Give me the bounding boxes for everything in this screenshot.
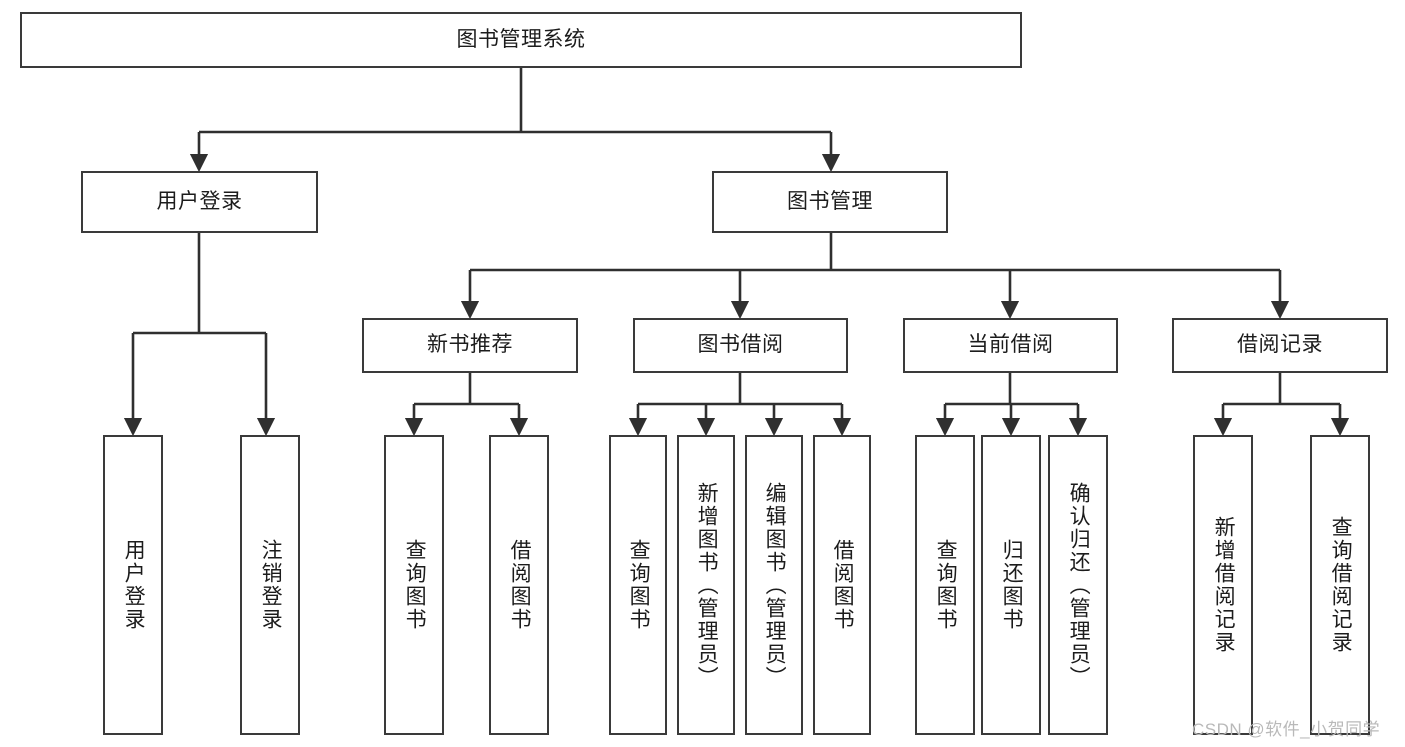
node-user-login[interactable]: 用户登录 <box>81 171 318 233</box>
node-label: 确认归还（管理员） <box>1067 481 1091 689</box>
node-book-management[interactable]: 图书管理 <box>712 171 948 233</box>
node-borrow-record[interactable]: 借阅记录 <box>1172 318 1388 373</box>
node-label: 用户登录 <box>156 189 243 213</box>
node-label: 图书借阅 <box>697 333 784 357</box>
leaf-current-borrow-confirm-return-admin[interactable]: 确认归还（管理员） <box>1048 435 1108 735</box>
node-label: 用户登录 <box>122 539 146 631</box>
leaf-user-login-logout[interactable]: 注销登录 <box>240 435 300 735</box>
node-label: 查询图书 <box>934 539 958 631</box>
node-label: 编辑图书（管理员） <box>763 481 787 689</box>
leaf-book-borrow-borrow-book[interactable]: 借阅图书 <box>813 435 871 735</box>
leaf-book-borrow-add-book-admin[interactable]: 新增图书（管理员） <box>677 435 735 735</box>
leaf-new-book-query-book[interactable]: 查询图书 <box>384 435 444 735</box>
leaf-current-borrow-return-book[interactable]: 归还图书 <box>981 435 1041 735</box>
node-label: 查询图书 <box>403 539 427 631</box>
leaf-borrow-record-add-record[interactable]: 新增借阅记录 <box>1193 435 1253 735</box>
node-label: 图书管理 <box>787 189 873 213</box>
node-root-book-management-system[interactable]: 图书管理系统 <box>20 12 1022 68</box>
node-label: 查询图书 <box>627 539 651 631</box>
node-label: 借阅记录 <box>1237 333 1323 357</box>
node-label: 当前借阅 <box>967 333 1054 357</box>
node-label: 新增图书（管理员） <box>695 481 719 689</box>
node-label: 新书推荐 <box>427 333 513 357</box>
node-label: 查询借阅记录 <box>1329 516 1353 654</box>
node-label: 图书管理系统 <box>456 27 586 51</box>
leaf-current-borrow-query-book[interactable]: 查询图书 <box>915 435 975 735</box>
node-label: 注销登录 <box>259 539 283 631</box>
node-label: 归还图书 <box>1000 539 1024 631</box>
leaf-borrow-record-query-record[interactable]: 查询借阅记录 <box>1310 435 1370 735</box>
leaf-book-borrow-query-book[interactable]: 查询图书 <box>609 435 667 735</box>
node-book-borrow[interactable]: 图书借阅 <box>633 318 848 373</box>
node-label: 借阅图书 <box>508 539 532 631</box>
node-label: 借阅图书 <box>831 539 855 631</box>
leaf-book-borrow-edit-book-admin[interactable]: 编辑图书（管理员） <box>745 435 803 735</box>
leaf-new-book-borrow-book[interactable]: 借阅图书 <box>489 435 549 735</box>
csdn-watermark: CSDN @软件_小贺同学 <box>1192 720 1381 739</box>
node-new-book-recommend[interactable]: 新书推荐 <box>362 318 578 373</box>
node-current-borrow[interactable]: 当前借阅 <box>903 318 1118 373</box>
leaf-user-login-login[interactable]: 用户登录 <box>103 435 163 735</box>
node-label: 新增借阅记录 <box>1212 516 1236 654</box>
